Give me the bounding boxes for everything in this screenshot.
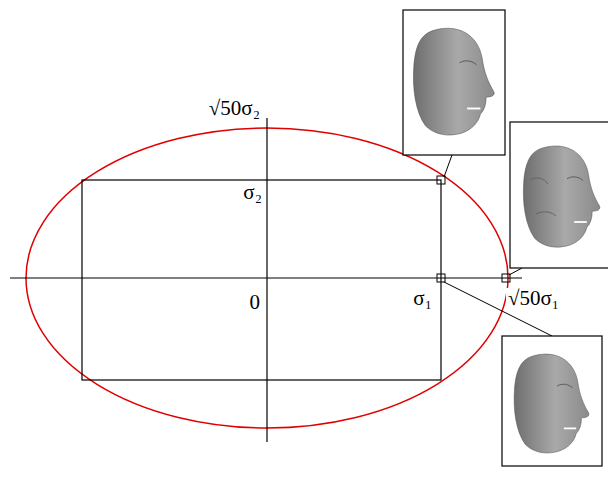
leader-line bbox=[444, 155, 452, 177]
marker bbox=[437, 274, 445, 282]
face-render bbox=[523, 146, 600, 247]
face-inset bbox=[403, 10, 505, 155]
y-axis bbox=[266, 118, 267, 442]
axis-label: σ₁ bbox=[411, 288, 434, 309]
axis-label: √50σ₂ bbox=[207, 98, 262, 119]
face-render bbox=[413, 28, 494, 135]
axis-label: √50σ₁ bbox=[506, 288, 561, 309]
axis-label: 0 bbox=[248, 292, 263, 313]
marker bbox=[437, 176, 445, 184]
axis-label: σ₂ bbox=[241, 182, 264, 203]
face-inset bbox=[502, 336, 602, 466]
face-render bbox=[514, 354, 589, 453]
face-inset bbox=[510, 122, 608, 268]
rectangle bbox=[82, 180, 441, 380]
marker bbox=[502, 274, 510, 282]
leader-line bbox=[509, 268, 522, 275]
